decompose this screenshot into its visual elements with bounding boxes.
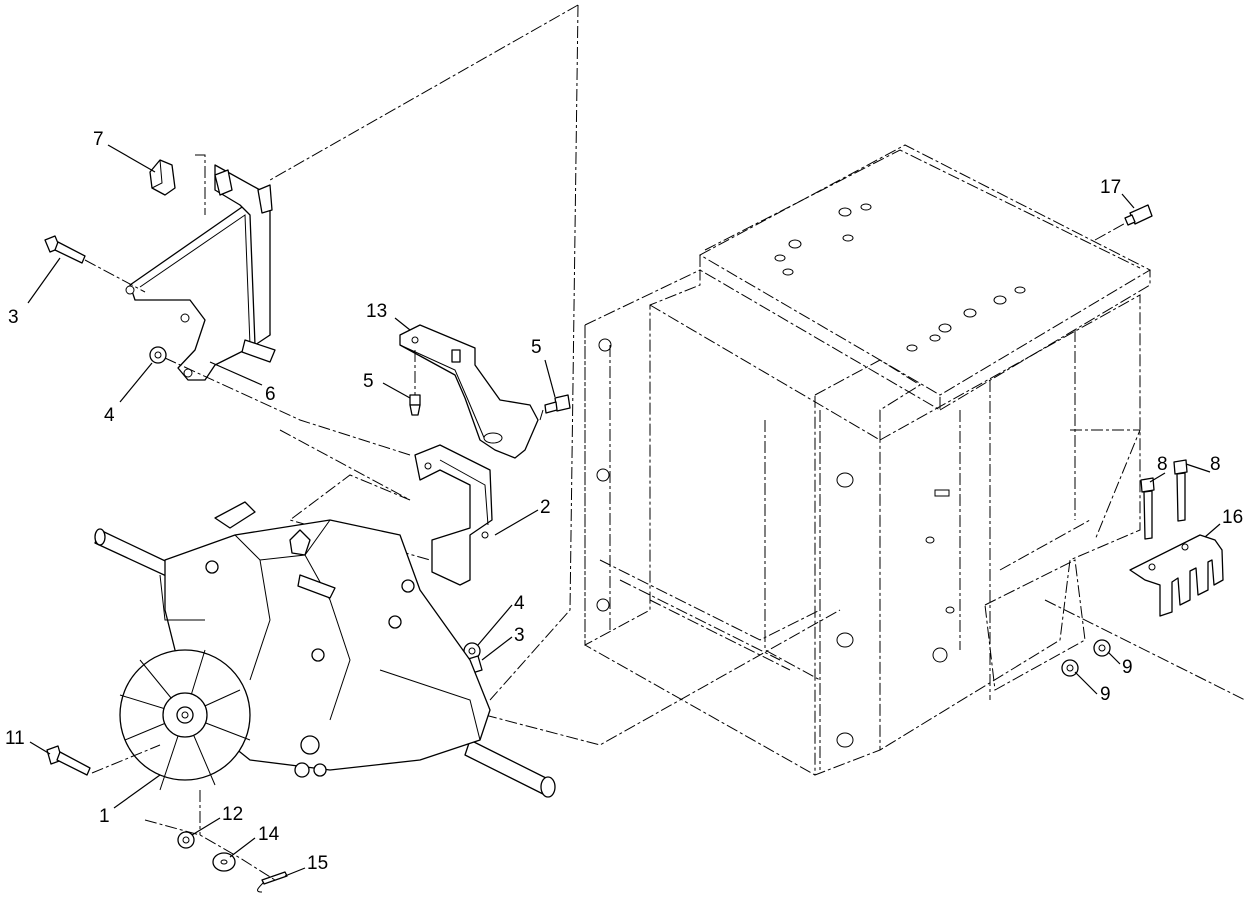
frame-phantom [269, 4, 1246, 776]
callout-8-right: 8 [1210, 454, 1221, 475]
callout-5-right: 5 [531, 337, 542, 358]
callout-4-upper: 4 [104, 405, 115, 426]
callout-11: 11 [5, 728, 25, 749]
nut-part-4-upper [149, 346, 411, 456]
callout-17: 17 [1100, 177, 1121, 198]
callout-13: 13 [366, 301, 387, 322]
axis-line-lower [144, 819, 276, 881]
callout-3-upper: 3 [8, 307, 19, 328]
bolt-part-17 [1124, 204, 1153, 226]
mounting-plate-part-6 [125, 154, 276, 381]
clip-part-7 [149, 159, 176, 196]
callout-6: 6 [265, 384, 276, 405]
screw-part-5-left [409, 350, 421, 416]
leader-lines [27, 144, 1221, 877]
callout-5-left: 5 [363, 371, 374, 392]
callout-8-left: 8 [1157, 454, 1168, 475]
callout-15: 15 [307, 853, 328, 874]
bracket-part-13 [399, 324, 539, 459]
nut-part-12 [177, 831, 195, 849]
callout-labels: 7 3 4 6 13 5 5 2 4 3 11 1 12 14 15 8 8 1… [5, 129, 1243, 874]
callout-1: 1 [99, 806, 110, 827]
callout-4-lower: 4 [514, 593, 525, 614]
nut-part-9-left [1061, 659, 1079, 677]
bolt-part-8-left [1140, 477, 1155, 540]
callout-9-left: 9 [1100, 684, 1111, 705]
pin-part-15 [257, 871, 288, 893]
callout-9-right: 9 [1122, 657, 1133, 678]
callout-14: 14 [258, 824, 280, 845]
callout-12: 12 [222, 804, 243, 825]
nut-part-9-right [1093, 639, 1111, 657]
callout-7: 7 [93, 129, 104, 150]
bolt-part-3-upper [44, 235, 146, 293]
screw-part-5-right [539, 394, 571, 421]
transaxle-part-1 [94, 501, 556, 798]
callout-3-lower: 3 [514, 625, 525, 646]
callout-2: 2 [540, 497, 551, 518]
callout-16: 16 [1222, 507, 1243, 528]
bolt-part-11 [46, 744, 161, 776]
washer-part-14 [212, 852, 236, 872]
bracket-part-16 [1129, 534, 1224, 617]
bolt-part-8-right [1173, 459, 1188, 522]
